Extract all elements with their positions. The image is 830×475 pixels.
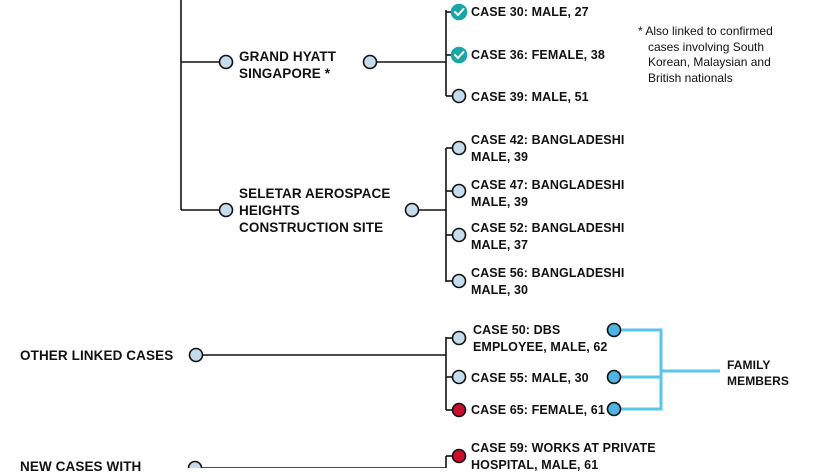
case-47-node [451,183,467,199]
family-members-label: FAMILY MEMBERS [727,358,790,388]
family-node-case-65 [606,401,622,417]
case-30-label: CASE 30: MALE, 27 [471,5,589,19]
case-65-node [451,402,467,418]
case-39-label: CASE 39: MALE, 51 [471,90,589,104]
case-36-label: CASE 36: FEMALE, 38 [471,48,605,62]
seletar-label: SELETAR AEROSPACE HEIGHTS CONSTRUCTION S… [239,186,391,235]
seletar-node [218,202,234,218]
family-node-case-55 [606,369,622,385]
case-56-node [451,273,467,289]
family-bracket [621,328,720,411]
case-36-node [450,46,468,64]
other-linked-label: OTHER LINKED CASES [20,348,174,363]
footnote: * Also linked to confirmed cases involvi… [638,24,773,85]
new-cases-node [187,460,203,468]
family-node-case-50 [606,322,622,338]
seletar-right-node [404,202,420,218]
check-icon [454,8,465,16]
case-52-node [451,227,467,243]
case-50-node [451,330,467,346]
case-59-node [451,448,467,464]
case-52-label: CASE 52: BANGLADESHI MALE, 37 [471,221,625,252]
case-42-label: CASE 42: BANGLADESHI MALE, 39 [471,133,625,164]
case-42-node [451,140,467,156]
case-47-label: CASE 47: BANGLADESHI MALE, 39 [471,178,625,209]
other-linked-node [188,347,204,363]
grand-hyatt-label: GRAND HYATT SINGAPORE * [239,49,337,81]
grand-hyatt-node [218,54,234,70]
case-56-label: CASE 56: BANGLADESHI MALE, 30 [471,266,625,297]
case-65-label: CASE 65: FEMALE, 61 [471,403,605,417]
case-39-node [451,88,467,104]
case-50-label: CASE 50: DBS EMPLOYEE, MALE, 62 [473,323,608,354]
case-55-node [451,369,467,385]
case-30-node [450,3,468,21]
case-59-label: CASE 59: WORKS AT PRIVATE HOSPITAL, MALE… [471,441,656,472]
new-cases-label: NEW CASES WITH [20,459,142,474]
check-icon [454,51,465,59]
case-55-label: CASE 55: MALE, 30 [471,371,589,385]
grand-hyatt-right-node [362,54,378,70]
